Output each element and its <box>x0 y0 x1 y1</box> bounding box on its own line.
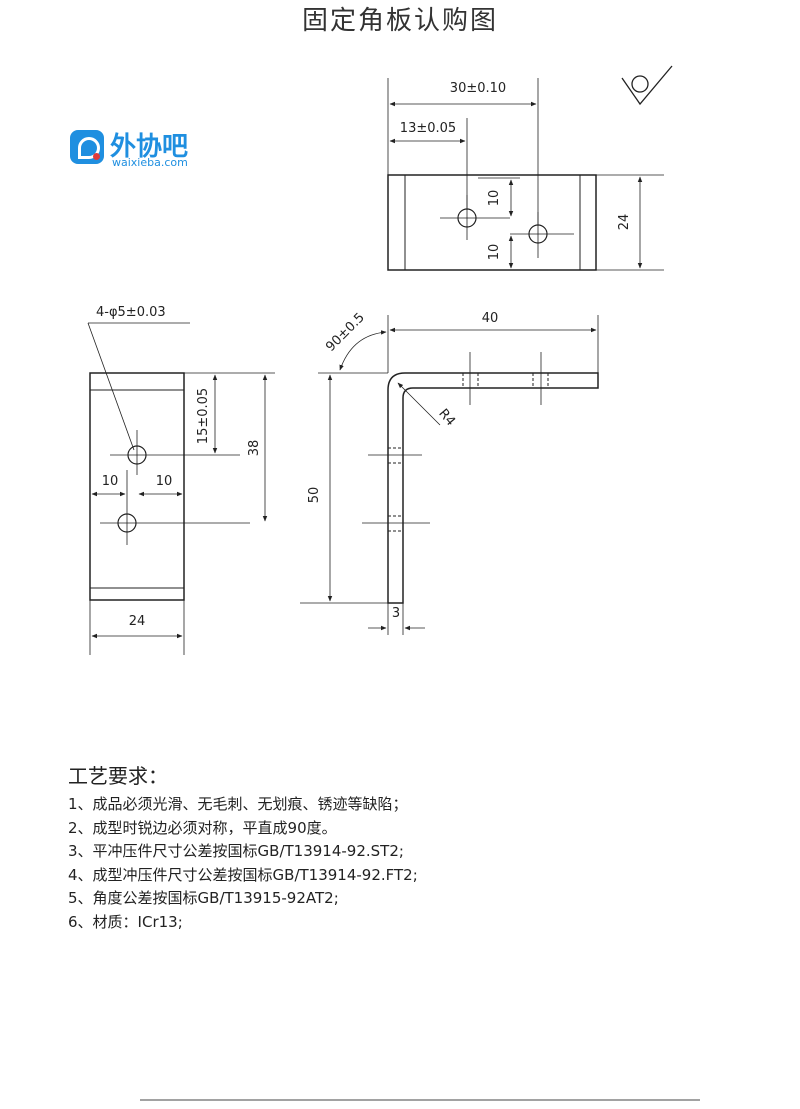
logo-name: 外协吧 <box>110 132 189 162</box>
dim-10-left: 10 <box>102 474 119 489</box>
dim-15: 15±0.05 <box>196 388 211 444</box>
requirements-title: 工艺要求： <box>68 764 168 788</box>
requirement-item: 6、材质：ICr13; <box>68 912 183 931</box>
dim-3: 3 <box>392 606 400 621</box>
logo-url: waixieba.com <box>112 156 188 169</box>
requirement-item: 4、成型冲压件尺寸公差按国标GB/T13914-92.FT2; <box>68 865 418 884</box>
requirement-item: 5、角度公差按国标GB/T13915-92AT2; <box>68 889 339 907</box>
dim-24-top: 24 <box>617 214 632 231</box>
dim-50: 50 <box>307 487 322 504</box>
dim-4-phi5: 4-φ5±0.03 <box>96 305 166 320</box>
dim-24-bottom: 24 <box>129 614 146 629</box>
dim-30: 30±0.10 <box>450 81 506 96</box>
side-view <box>300 315 599 635</box>
dim-38: 38 <box>247 440 262 457</box>
requirements-list: 1、成品必须光滑、无毛刺、无划痕、锈迹等缺陷； 2、成型时锐边必须对称，平直成9… <box>68 793 768 934</box>
requirement-item: 3、平冲压件尺寸公差按国标GB/T13914-92.ST2; <box>68 842 404 860</box>
top-view <box>387 78 664 271</box>
surface-finish-symbol <box>621 65 673 106</box>
dim-10-right: 10 <box>156 474 173 489</box>
dim-10-lower: 10 <box>487 244 502 261</box>
dim-R4: R4 <box>435 406 458 429</box>
dim-40: 40 <box>482 311 499 326</box>
requirement-item: 1、成品必须光滑、无毛刺、无划痕、锈迹等缺陷； <box>68 795 408 813</box>
drawing-title: 固定角板认购图 <box>301 6 498 36</box>
front-view <box>87 322 275 655</box>
dim-90-angle: 90±0.5 <box>323 310 368 355</box>
bracket-profile <box>387 372 599 604</box>
top-view-outline <box>387 174 597 271</box>
requirement-item: 2、成型时锐边必须对称，平直成90度。 <box>68 818 337 837</box>
dim-13: 13±0.05 <box>400 121 456 136</box>
process-requirements: 工艺要求： 1、成品必须光滑、无毛刺、无划痕、锈迹等缺陷； 2、成型时锐边必须对… <box>68 760 768 934</box>
dim-10-upper: 10 <box>487 190 502 207</box>
logo-icon <box>70 130 104 164</box>
